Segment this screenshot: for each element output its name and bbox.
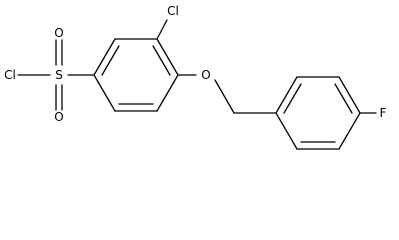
fluorine-label: F <box>380 106 387 120</box>
ring-a-bond-3 <box>156 38 179 76</box>
bond-ring-cl <box>156 19 168 40</box>
bonds <box>17 19 377 150</box>
ring-a-bond-6 <box>93 74 116 112</box>
ether-oxygen-label: O <box>201 68 210 82</box>
ring-b-bond-3 <box>338 112 361 150</box>
ring-chlorine-label: Cl <box>167 4 179 18</box>
ring-a-inner-1 <box>101 45 120 76</box>
atom-labels: Cl S O O Cl O F <box>4 4 386 124</box>
sulfonyl-oxygen-bottom-label: O <box>54 110 63 124</box>
structure-diagram: Cl S O O Cl O F <box>4 4 387 150</box>
ring-b-bond-1 <box>275 112 298 150</box>
ring-a-bond-1 <box>93 38 116 76</box>
ring-b-inner-1 <box>283 83 302 114</box>
ring-b-bond-6 <box>275 76 298 114</box>
ring-a-inner-2 <box>152 45 171 76</box>
sulfur-label: S <box>55 68 63 82</box>
sulfonyl-oxygen-top-label: O <box>54 26 63 40</box>
ring-b-inner-2 <box>334 83 353 114</box>
sulfonyl-chloride-label: Cl <box>4 68 16 82</box>
bond-o-ch2 <box>214 79 235 114</box>
ring-a-bond-4 <box>156 74 179 112</box>
molecule-drawing: Cl S O O Cl O F <box>4 4 387 150</box>
ring-b-bond-4 <box>338 76 361 114</box>
